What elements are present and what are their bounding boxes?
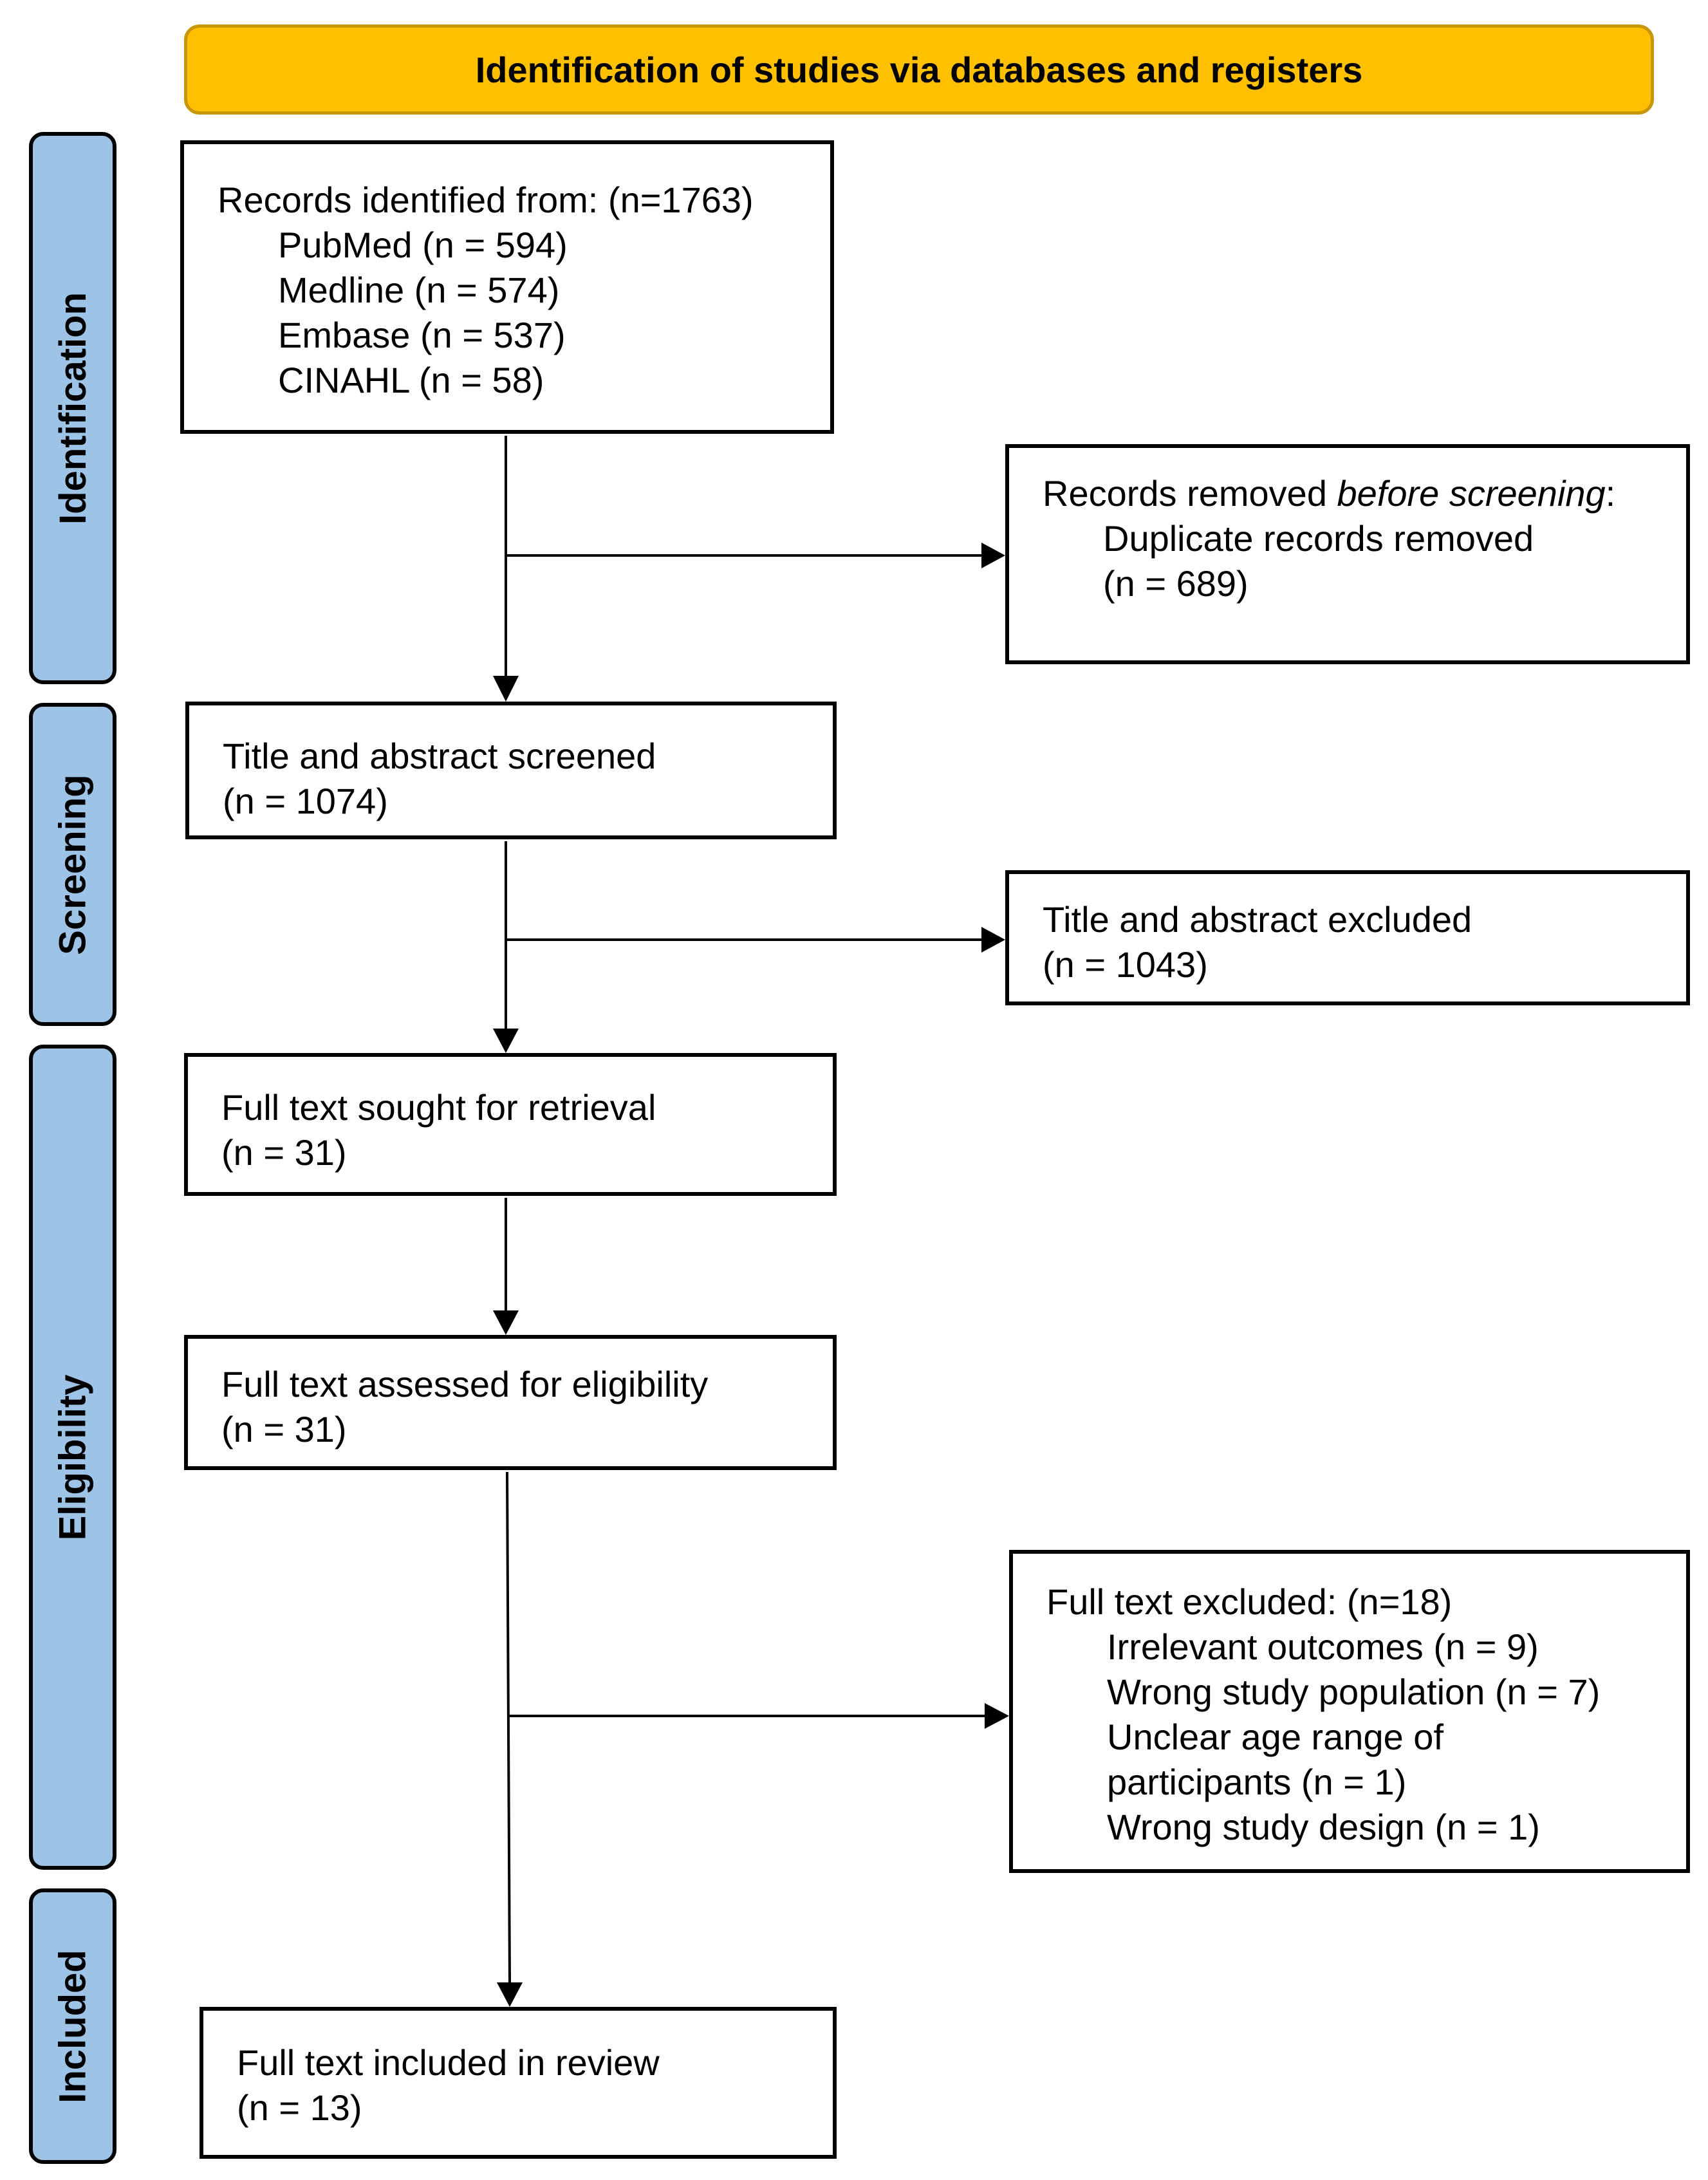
source-medline: Medline (n = 574) [278, 270, 560, 310]
screening-excluded-box: Title and abstract excluded (n = 1043) [1005, 870, 1690, 1005]
records-identified-box: Records identified from: (n=1763) PubMed… [180, 140, 834, 434]
fulltext-excluded-title: Full text excluded: (n=18) [1046, 1581, 1453, 1622]
arrowhead-to-fulltext-excluded [985, 1703, 1009, 1729]
source-pubmed: PubMed (n = 594) [278, 225, 568, 265]
records-identified-title: Records identified from: (n=1763) [218, 180, 754, 220]
reason-unclear-age-range-cont: participants (n = 1) [1107, 1762, 1407, 1802]
arrowhead-to-assessed [493, 1310, 519, 1335]
connector-assessed-to-included [506, 1471, 511, 1983]
duplicates-removed-label: Duplicate records removed [1103, 518, 1534, 559]
reason-wrong-design: Wrong study design (n = 1) [1107, 1807, 1540, 1847]
duplicates-removed-count: (n = 689) [1103, 563, 1249, 604]
header-banner: Identification of studies via databases … [184, 24, 1654, 115]
screened-box: Title and abstract screened (n = 1074) [185, 702, 837, 839]
included-box: Full text included in review (n = 13) [200, 2007, 837, 2159]
assessed-count: (n = 31) [221, 1409, 347, 1449]
phase-screening: Screening [29, 703, 116, 1026]
screened-count: (n = 1074) [223, 781, 388, 821]
screening-excluded-count: (n = 1043) [1043, 944, 1208, 985]
arrowhead-to-screened [493, 676, 519, 702]
header-title: Identification of studies via databases … [475, 49, 1363, 90]
included-label: Full text included in review [237, 2042, 660, 2083]
screening-excluded-label: Title and abstract excluded [1043, 899, 1472, 940]
reason-irrelevant-outcomes: Irrelevant outcomes (n = 9) [1107, 1626, 1539, 1667]
source-embase: Embase (n = 537) [278, 315, 566, 355]
assessed-label: Full text assessed for eligibility [221, 1364, 709, 1404]
included-count: (n = 13) [237, 2087, 362, 2128]
arrowhead-to-removed [981, 543, 1005, 568]
sought-box: Full text sought for retrieval (n = 31) [184, 1053, 837, 1196]
records-removed-box: Records removed before screening: Duplic… [1005, 444, 1690, 664]
phase-identification: Identification [29, 132, 116, 684]
arrowhead-to-included [497, 1982, 523, 2007]
sought-count: (n = 31) [221, 1132, 347, 1173]
source-cinahl: CINAHL (n = 58) [278, 360, 544, 400]
assessed-box: Full text assessed for eligibility (n = … [184, 1335, 837, 1470]
sought-label: Full text sought for retrieval [221, 1087, 656, 1128]
screened-label: Title and abstract screened [223, 736, 656, 776]
arrowhead-to-sought [493, 1029, 519, 1053]
phase-included: Included [29, 1888, 116, 2164]
reason-wrong-population: Wrong study population (n = 7) [1107, 1672, 1601, 1712]
phase-eligibility: Eligibility [29, 1045, 116, 1870]
reason-unclear-age-range: Unclear age range of [1107, 1717, 1444, 1757]
records-removed-title: Records removed before screening: [1043, 473, 1616, 514]
fulltext-excluded-box: Full text excluded: (n=18) Irrelevant ou… [1009, 1550, 1690, 1873]
arrowhead-to-screening-excluded [981, 927, 1005, 953]
